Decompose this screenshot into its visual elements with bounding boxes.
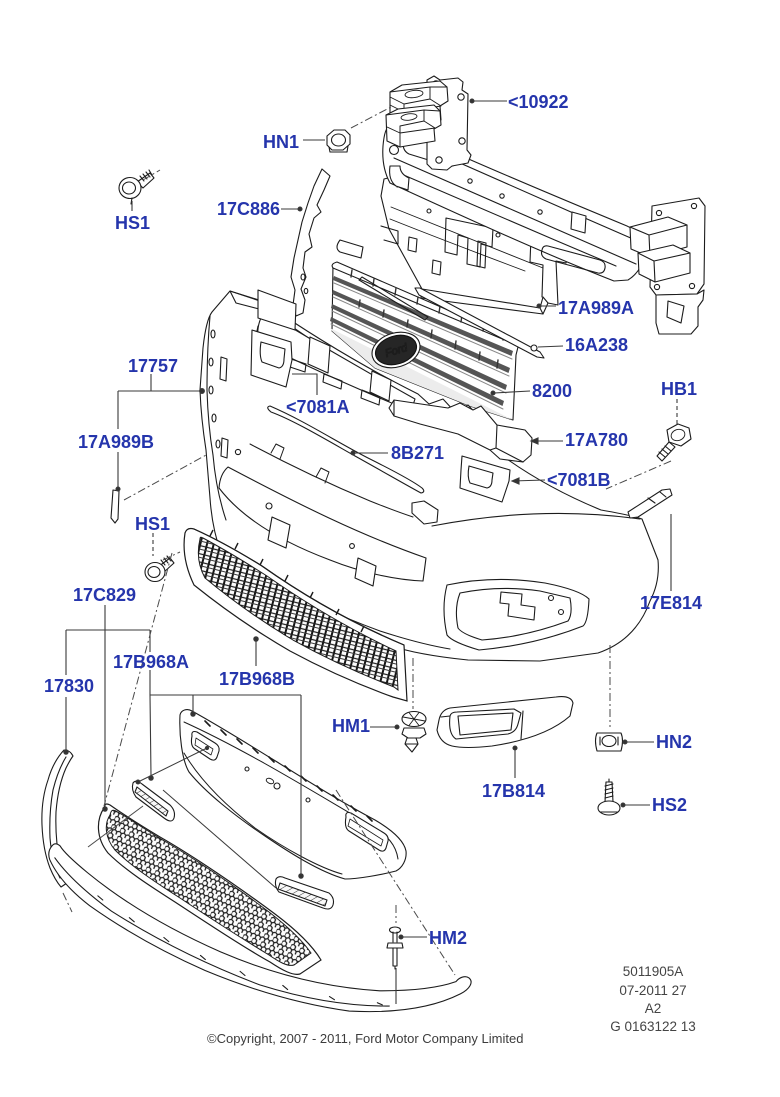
svg-text:17B814: 17B814 — [482, 781, 545, 801]
svg-text:17757: 17757 — [128, 356, 178, 376]
svg-text:<10922: <10922 — [508, 92, 569, 112]
svg-text:17B968A: 17B968A — [113, 652, 189, 672]
svg-text:HS1: HS1 — [115, 213, 150, 233]
svg-text:©Copyright, 2007 - 2011, Ford: ©Copyright, 2007 - 2011, Ford Motor Comp… — [207, 1031, 523, 1046]
svg-text:17A989A: 17A989A — [558, 298, 634, 318]
svg-text:A2: A2 — [645, 1001, 662, 1016]
svg-text:HN2: HN2 — [656, 732, 692, 752]
svg-text:HM2: HM2 — [429, 928, 467, 948]
svg-text:16A238: 16A238 — [565, 335, 628, 355]
svg-text:07-2011 27: 07-2011 27 — [619, 983, 686, 998]
svg-text:HS2: HS2 — [652, 795, 687, 815]
svg-text:8200: 8200 — [532, 381, 572, 401]
svg-text:8B271: 8B271 — [391, 443, 444, 463]
svg-text:HS1: HS1 — [135, 514, 170, 534]
svg-text:<7081A: <7081A — [286, 397, 350, 417]
svg-text:17830: 17830 — [44, 676, 94, 696]
svg-text:<7081B: <7081B — [547, 470, 611, 490]
svg-text:17C886: 17C886 — [217, 199, 280, 219]
svg-text:17E814: 17E814 — [640, 593, 702, 613]
svg-text:HB1: HB1 — [661, 379, 697, 399]
svg-text:HN1: HN1 — [263, 132, 299, 152]
svg-text:HM1: HM1 — [332, 716, 370, 736]
svg-text:17A780: 17A780 — [565, 430, 628, 450]
svg-text:G 0163122 13: G 0163122 13 — [610, 1019, 696, 1034]
svg-text:17B968B: 17B968B — [219, 669, 295, 689]
svg-text:17A989B: 17A989B — [78, 432, 154, 452]
svg-text:17C829: 17C829 — [73, 585, 136, 605]
svg-text:5011905A: 5011905A — [623, 964, 684, 979]
